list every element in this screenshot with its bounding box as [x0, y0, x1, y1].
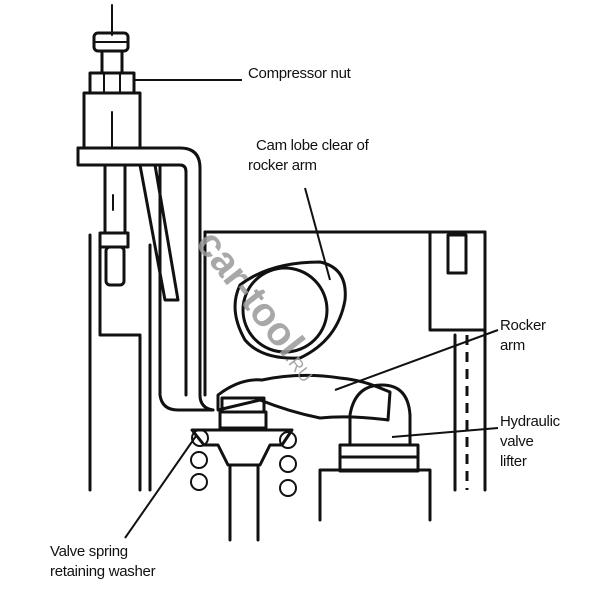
leader-lifter: [391, 427, 499, 438]
label-lifter-line3: lifter: [500, 453, 527, 470]
label-washer-line1: Valve spring: [50, 543, 128, 560]
cam-journal: [241, 266, 329, 354]
compressor-brace: [138, 163, 180, 302]
hydraulic-lifter: [338, 383, 420, 473]
label-compressor-nut: Compressor nut: [248, 64, 351, 84]
label-lifter-line2: valve: [500, 433, 534, 450]
cam-lobe: [233, 260, 347, 360]
compressor-screw: [100, 49, 124, 75]
valve-assembly: [190, 396, 297, 542]
valve-spring-compressor: [76, 4, 215, 412]
leader-rocker-arm: [334, 329, 499, 391]
label-valve-spring-retaining-washer: Valve spring retaining washer: [50, 542, 156, 582]
label-rocker-arm-line1: Rocker: [500, 317, 546, 334]
label-cam-lobe: Cam lobe clear of rocker arm: [248, 136, 369, 176]
label-washer-line2: retaining washer: [50, 563, 156, 580]
compressor-arm: [76, 146, 215, 412]
leader-lines: [124, 79, 499, 539]
label-compressor-nut-text: Compressor nut: [248, 65, 351, 82]
label-cam-lobe-line1: Cam lobe clear of: [256, 137, 369, 154]
head-stud: [446, 233, 468, 275]
label-cam-lobe-line2: rocker arm: [248, 157, 317, 174]
stud-end: [104, 245, 126, 287]
leader-washer: [124, 435, 197, 539]
rocker-arm: [216, 373, 392, 422]
compressor-nut: [88, 71, 136, 95]
label-rocker-arm: Rocker arm: [500, 316, 546, 356]
label-hydraulic-valve-lifter: Hydraulic valve lifter: [500, 412, 560, 472]
label-lifter-line1: Hydraulic: [500, 413, 560, 430]
camshaft: [233, 260, 347, 360]
compressor-stud: [103, 163, 127, 235]
valve-stem: [228, 463, 260, 542]
valve-spring-retaining-washer: [190, 428, 294, 467]
label-rocker-arm-line2: arm: [500, 337, 525, 354]
leader-cam-lobe: [304, 187, 331, 281]
